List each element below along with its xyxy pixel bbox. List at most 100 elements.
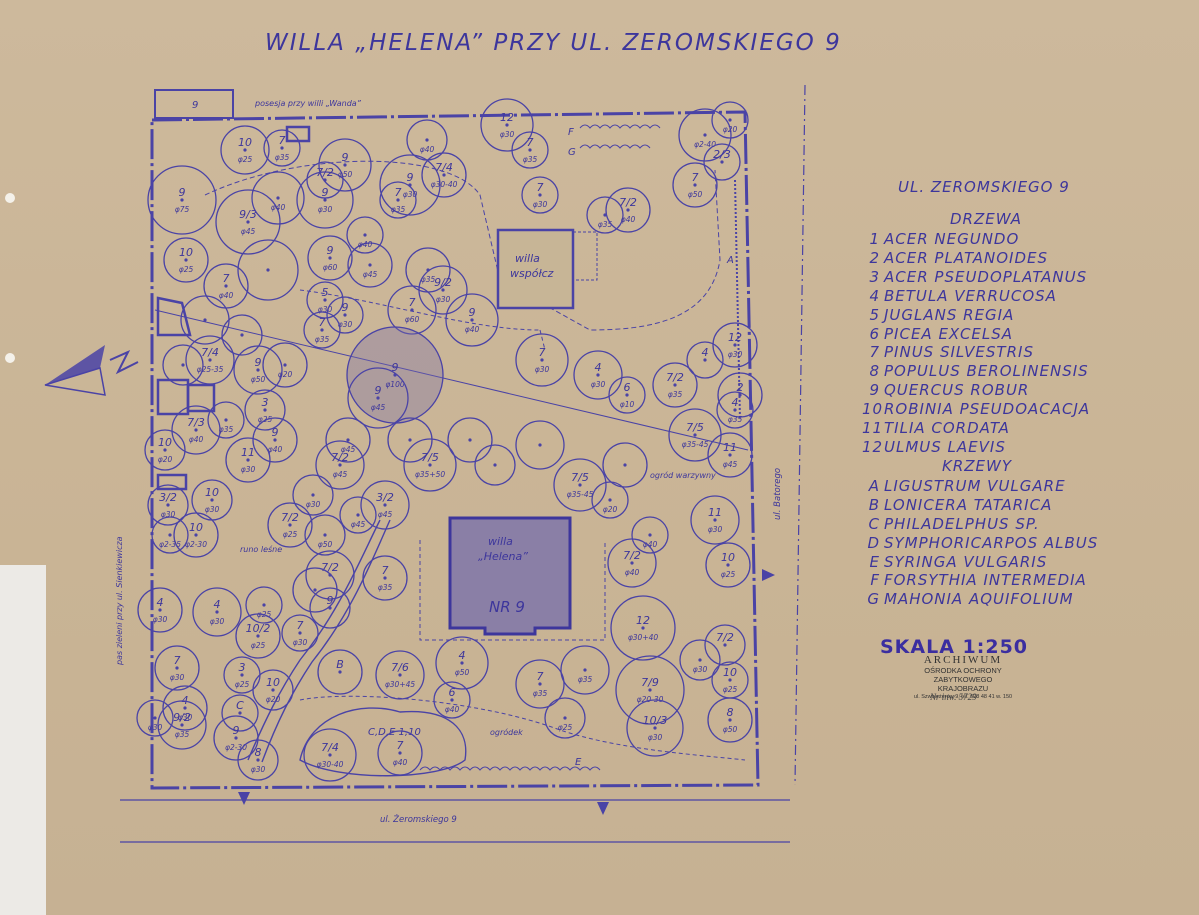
tree-trunk <box>313 588 317 592</box>
tree-species-label: 7/5 <box>421 451 439 464</box>
stamp-line1: ARCHIWUM <box>923 654 1003 666</box>
tree-trunk <box>166 503 170 507</box>
tree-crown <box>144 429 186 471</box>
tree-symbol: φ30 <box>136 699 174 737</box>
tree-crown <box>163 237 209 283</box>
tree-trunk <box>698 658 702 662</box>
tree-trunk <box>323 198 327 202</box>
punch-hole <box>5 353 15 363</box>
tree-crown <box>704 624 746 666</box>
tree-trunk <box>163 448 167 452</box>
tree-species-label: 7 <box>319 316 326 329</box>
tree-trunk <box>243 148 247 152</box>
tree-diameter-label: φ100 <box>385 380 404 389</box>
tree-diameter-label: φ10 <box>620 400 635 409</box>
tree-diameter-label: φ45 <box>333 470 348 479</box>
tree-diameter-label: φ20-30 <box>637 695 664 704</box>
tree-trunk <box>425 138 429 142</box>
tree-symbol: 2 <box>717 372 763 418</box>
tree-species-label: 4 <box>702 346 709 359</box>
building-main-number: NR 9 <box>489 598 525 616</box>
tree-symbol <box>237 239 299 301</box>
tree-species-label: 7 <box>692 171 699 184</box>
tree-crown <box>347 242 393 288</box>
tree-species-label: 7 <box>223 272 230 285</box>
building-main-line2: „Helena” <box>478 550 528 563</box>
garden-path <box>247 519 381 761</box>
tree-diameter-label: φ30 <box>533 200 548 209</box>
tree-crown <box>237 739 279 781</box>
tree-diameter-label: φ2-30 <box>225 743 247 752</box>
tree-species-label: 8 <box>255 746 262 759</box>
tree-diameter-label: φ45 <box>378 510 393 519</box>
tree-diameter-label: φ40 <box>643 540 658 549</box>
legend-tree-name: TILIA CORDATA <box>884 419 1010 438</box>
tree-species-label: 3 <box>239 661 246 674</box>
tree-species-label: 10 <box>189 521 203 534</box>
legend-trees-heading: DRZEWA <box>950 210 1023 228</box>
tree-symbol: φ40 <box>251 171 305 225</box>
tree-species-label: 10/2 <box>246 622 271 635</box>
tree-diameter-label: φ2-40 <box>694 140 716 149</box>
tree-diameter-label: φ40 <box>420 145 435 154</box>
tree-crown <box>207 401 245 439</box>
tree-crown <box>225 437 271 483</box>
tree-trunk <box>263 408 267 412</box>
tree-trunk <box>158 608 162 612</box>
tree-diameter-label: φ40 <box>465 325 480 334</box>
tree-species-label: C <box>236 699 244 712</box>
tree-diameter-label: φ45 <box>371 403 386 412</box>
tree-species-label: 7/2 <box>666 371 684 384</box>
tree-crown <box>309 587 351 629</box>
street-south-label: ul. Żeromskiego 9 <box>380 814 457 825</box>
tree-species-label: 3/2 <box>376 491 394 504</box>
tree-crown <box>602 442 648 488</box>
tree-diameter-label: φ30 <box>403 190 418 199</box>
tree-trunk <box>383 576 387 580</box>
legend-shrub-key: F <box>870 571 880 590</box>
legend-tree-key: 11 <box>862 419 884 438</box>
tree-crown <box>418 265 468 315</box>
tree-diameter-label: φ30 <box>306 500 321 509</box>
tree-diameter-label: φ35 <box>175 730 190 739</box>
tree-species-label: 9 <box>179 186 186 199</box>
tree-trunk <box>320 328 324 332</box>
tree-diameter-label: φ30 <box>293 638 308 647</box>
tree-trunk <box>346 438 350 442</box>
tree-species-label: 7/4 <box>201 346 219 359</box>
garden-path <box>299 695 746 761</box>
small-plot <box>156 296 192 337</box>
tree-species-label: 7/2 <box>619 196 637 209</box>
tree-trunk <box>238 711 242 715</box>
tree-trunk <box>343 313 347 317</box>
tree-trunk <box>538 193 542 197</box>
tree-trunk <box>288 523 292 527</box>
orchard-label: ogród warzywny <box>650 470 716 480</box>
tree-trunk <box>528 148 532 152</box>
tree-species-label: 9 <box>272 426 279 439</box>
legend-tree-key: 7 <box>869 343 880 362</box>
legend-tree-key: 4 <box>869 286 880 305</box>
tree-crown <box>306 281 344 319</box>
tree-diameter-label: φ35 <box>668 390 683 399</box>
tree-species-label: 2 <box>737 381 744 394</box>
tree-trunk <box>328 753 332 757</box>
tree-trunk <box>398 751 402 755</box>
tree-crown <box>221 694 259 732</box>
tree-species-label: 3 <box>262 396 269 409</box>
tree-trunk <box>728 678 732 682</box>
tree-crown <box>515 420 565 470</box>
tree-crown <box>717 372 763 418</box>
tree-crown <box>220 125 270 175</box>
tree-symbol: φ35 <box>207 401 245 439</box>
